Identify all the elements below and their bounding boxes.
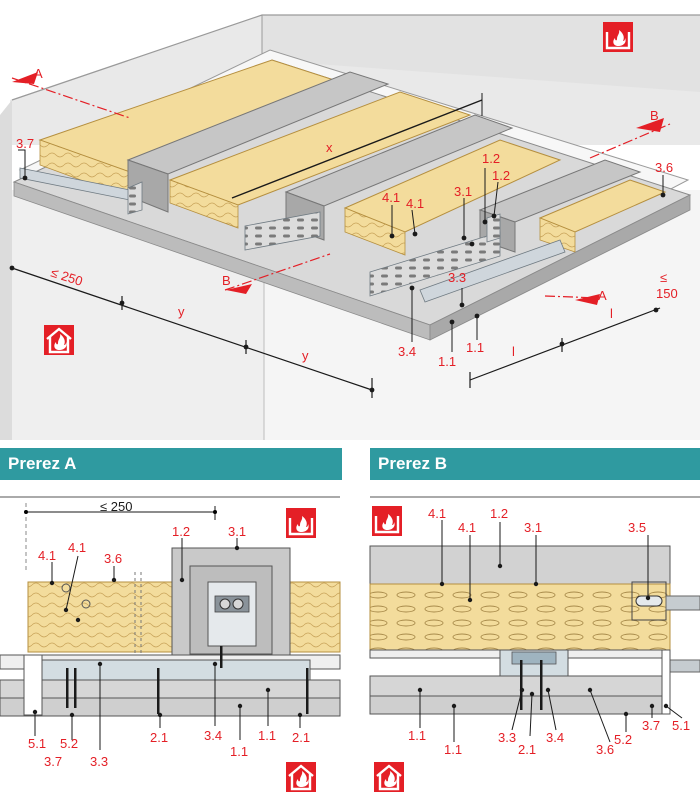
section-a-label-max-250: ≤ 250 — [100, 499, 132, 514]
section-a-wool-left — [27, 581, 174, 653]
section-b-label-5-2: 5.2 — [614, 732, 632, 747]
iso-label-section-a: A — [34, 66, 43, 81]
iso-rear-wall — [262, 15, 700, 92]
section-b-header: Prerez B — [370, 448, 700, 480]
iso-cut-line-b-left — [224, 253, 331, 291]
iso-label-l-b: l — [512, 344, 515, 359]
section-a-label-3-6: 3.6 — [104, 551, 122, 566]
iso-label-4-1-b: 4.1 — [406, 196, 424, 211]
section-a-profile — [207, 581, 257, 647]
section-a-wool-right — [289, 581, 341, 653]
section-b-label-2-1: 2.1 — [518, 742, 536, 757]
iso-label-section-a-right: A — [598, 288, 607, 303]
section-b-label-1-1-a: 1.1 — [408, 728, 426, 743]
section-a-label-1-2: 1.2 — [172, 524, 190, 539]
section-b-label-3-1: 3.1 — [524, 520, 542, 535]
section-a-label-3-7: 3.7 — [44, 754, 62, 769]
section-b-label-3-3: 3.3 — [498, 730, 516, 745]
fire-down-icon — [286, 508, 316, 538]
fire-up-icon — [374, 762, 404, 792]
section-a-board-2 — [0, 697, 341, 717]
section-a-board-1 — [0, 679, 341, 699]
section-b-label-1-1-b: 1.1 — [444, 742, 462, 757]
iso-label-1-2-b: 1.2 — [492, 168, 510, 183]
section-b-label-1-2: 1.2 — [490, 506, 508, 521]
section-b-label-3-7: 3.7 — [642, 718, 660, 733]
section-b-label-4-1-b: 4.1 — [458, 520, 476, 535]
fire-down-icon — [372, 506, 402, 536]
iso-mineral-wool — [38, 59, 667, 256]
section-a — [0, 496, 341, 750]
section-a-screws — [66, 646, 309, 714]
iso-label-1-1-b: 1.1 — [466, 340, 484, 355]
section-b-label-3-5: 3.5 — [628, 520, 646, 535]
section-a-label-4-1-a: 4.1 — [38, 548, 56, 563]
iso-leaders — [18, 149, 664, 352]
iso-label-1-1-a: 1.1 — [438, 354, 456, 369]
section-a-label-3-3: 3.3 — [90, 754, 108, 769]
fire-down-icon — [603, 22, 633, 52]
section-a-label-3-4: 3.4 — [204, 728, 222, 743]
section-a-label-2-1-b: 2.1 — [292, 730, 310, 745]
iso-label-y-a: y — [178, 304, 185, 319]
section-b — [369, 496, 700, 743]
iso-label-max-150-top: ≤ — [660, 270, 667, 285]
iso-label-section-b: B — [650, 108, 659, 123]
iso-label-max-150: 150 — [656, 286, 678, 301]
iso-cut-line-a-left — [11, 77, 131, 119]
iso-label-3-7: 3.7 — [16, 136, 34, 151]
fire-up-icon — [44, 325, 74, 355]
iso-label-3-6: 3.6 — [655, 160, 673, 175]
section-a-label-3-1: 3.1 — [228, 524, 246, 539]
iso-label-section-b-left: B — [222, 273, 231, 288]
iso-label-l-a: l — [610, 306, 613, 321]
iso-label-x: x — [326, 140, 333, 155]
iso-room — [0, 14, 700, 440]
iso-dim-x-line — [231, 99, 483, 199]
section-b-label-3-6: 3.6 — [596, 742, 614, 757]
section-b-label-4-1-a: 4.1 — [428, 506, 446, 521]
iso-label-1-2-a: 1.2 — [482, 151, 500, 166]
iso-label-4-1-a: 4.1 — [382, 190, 400, 205]
section-a-label-5-2: 5.2 — [60, 736, 78, 751]
section-a-label-1-1-b: 1.1 — [258, 728, 276, 743]
section-a-label-5-1: 5.1 — [28, 736, 46, 751]
section-a-ceiling-profile — [39, 659, 311, 681]
iso-label-3-3: 3.3 — [448, 270, 466, 285]
section-b-label-5-1: 5.1 — [672, 718, 690, 733]
section-a-label-4-1-b: 4.1 — [68, 540, 86, 555]
iso-profiles — [19, 167, 566, 303]
section-a-label-1-1-a: 1.1 — [230, 744, 248, 759]
fire-up-icon — [286, 762, 316, 792]
section-b-label-3-4: 3.4 — [546, 730, 564, 745]
section-a-label-2-1-a: 2.1 — [150, 730, 168, 745]
section-a-header: Prerez A — [0, 448, 342, 480]
iso-label-y-b: y — [302, 348, 309, 363]
iso-label-3-1: 3.1 — [454, 184, 472, 199]
section-b-board-strip — [369, 545, 671, 585]
iso-left-wall — [0, 100, 12, 440]
iso-label-3-4: 3.4 — [398, 344, 416, 359]
section-b-wool — [369, 583, 671, 651]
iso-board-edge-right — [429, 194, 691, 341]
